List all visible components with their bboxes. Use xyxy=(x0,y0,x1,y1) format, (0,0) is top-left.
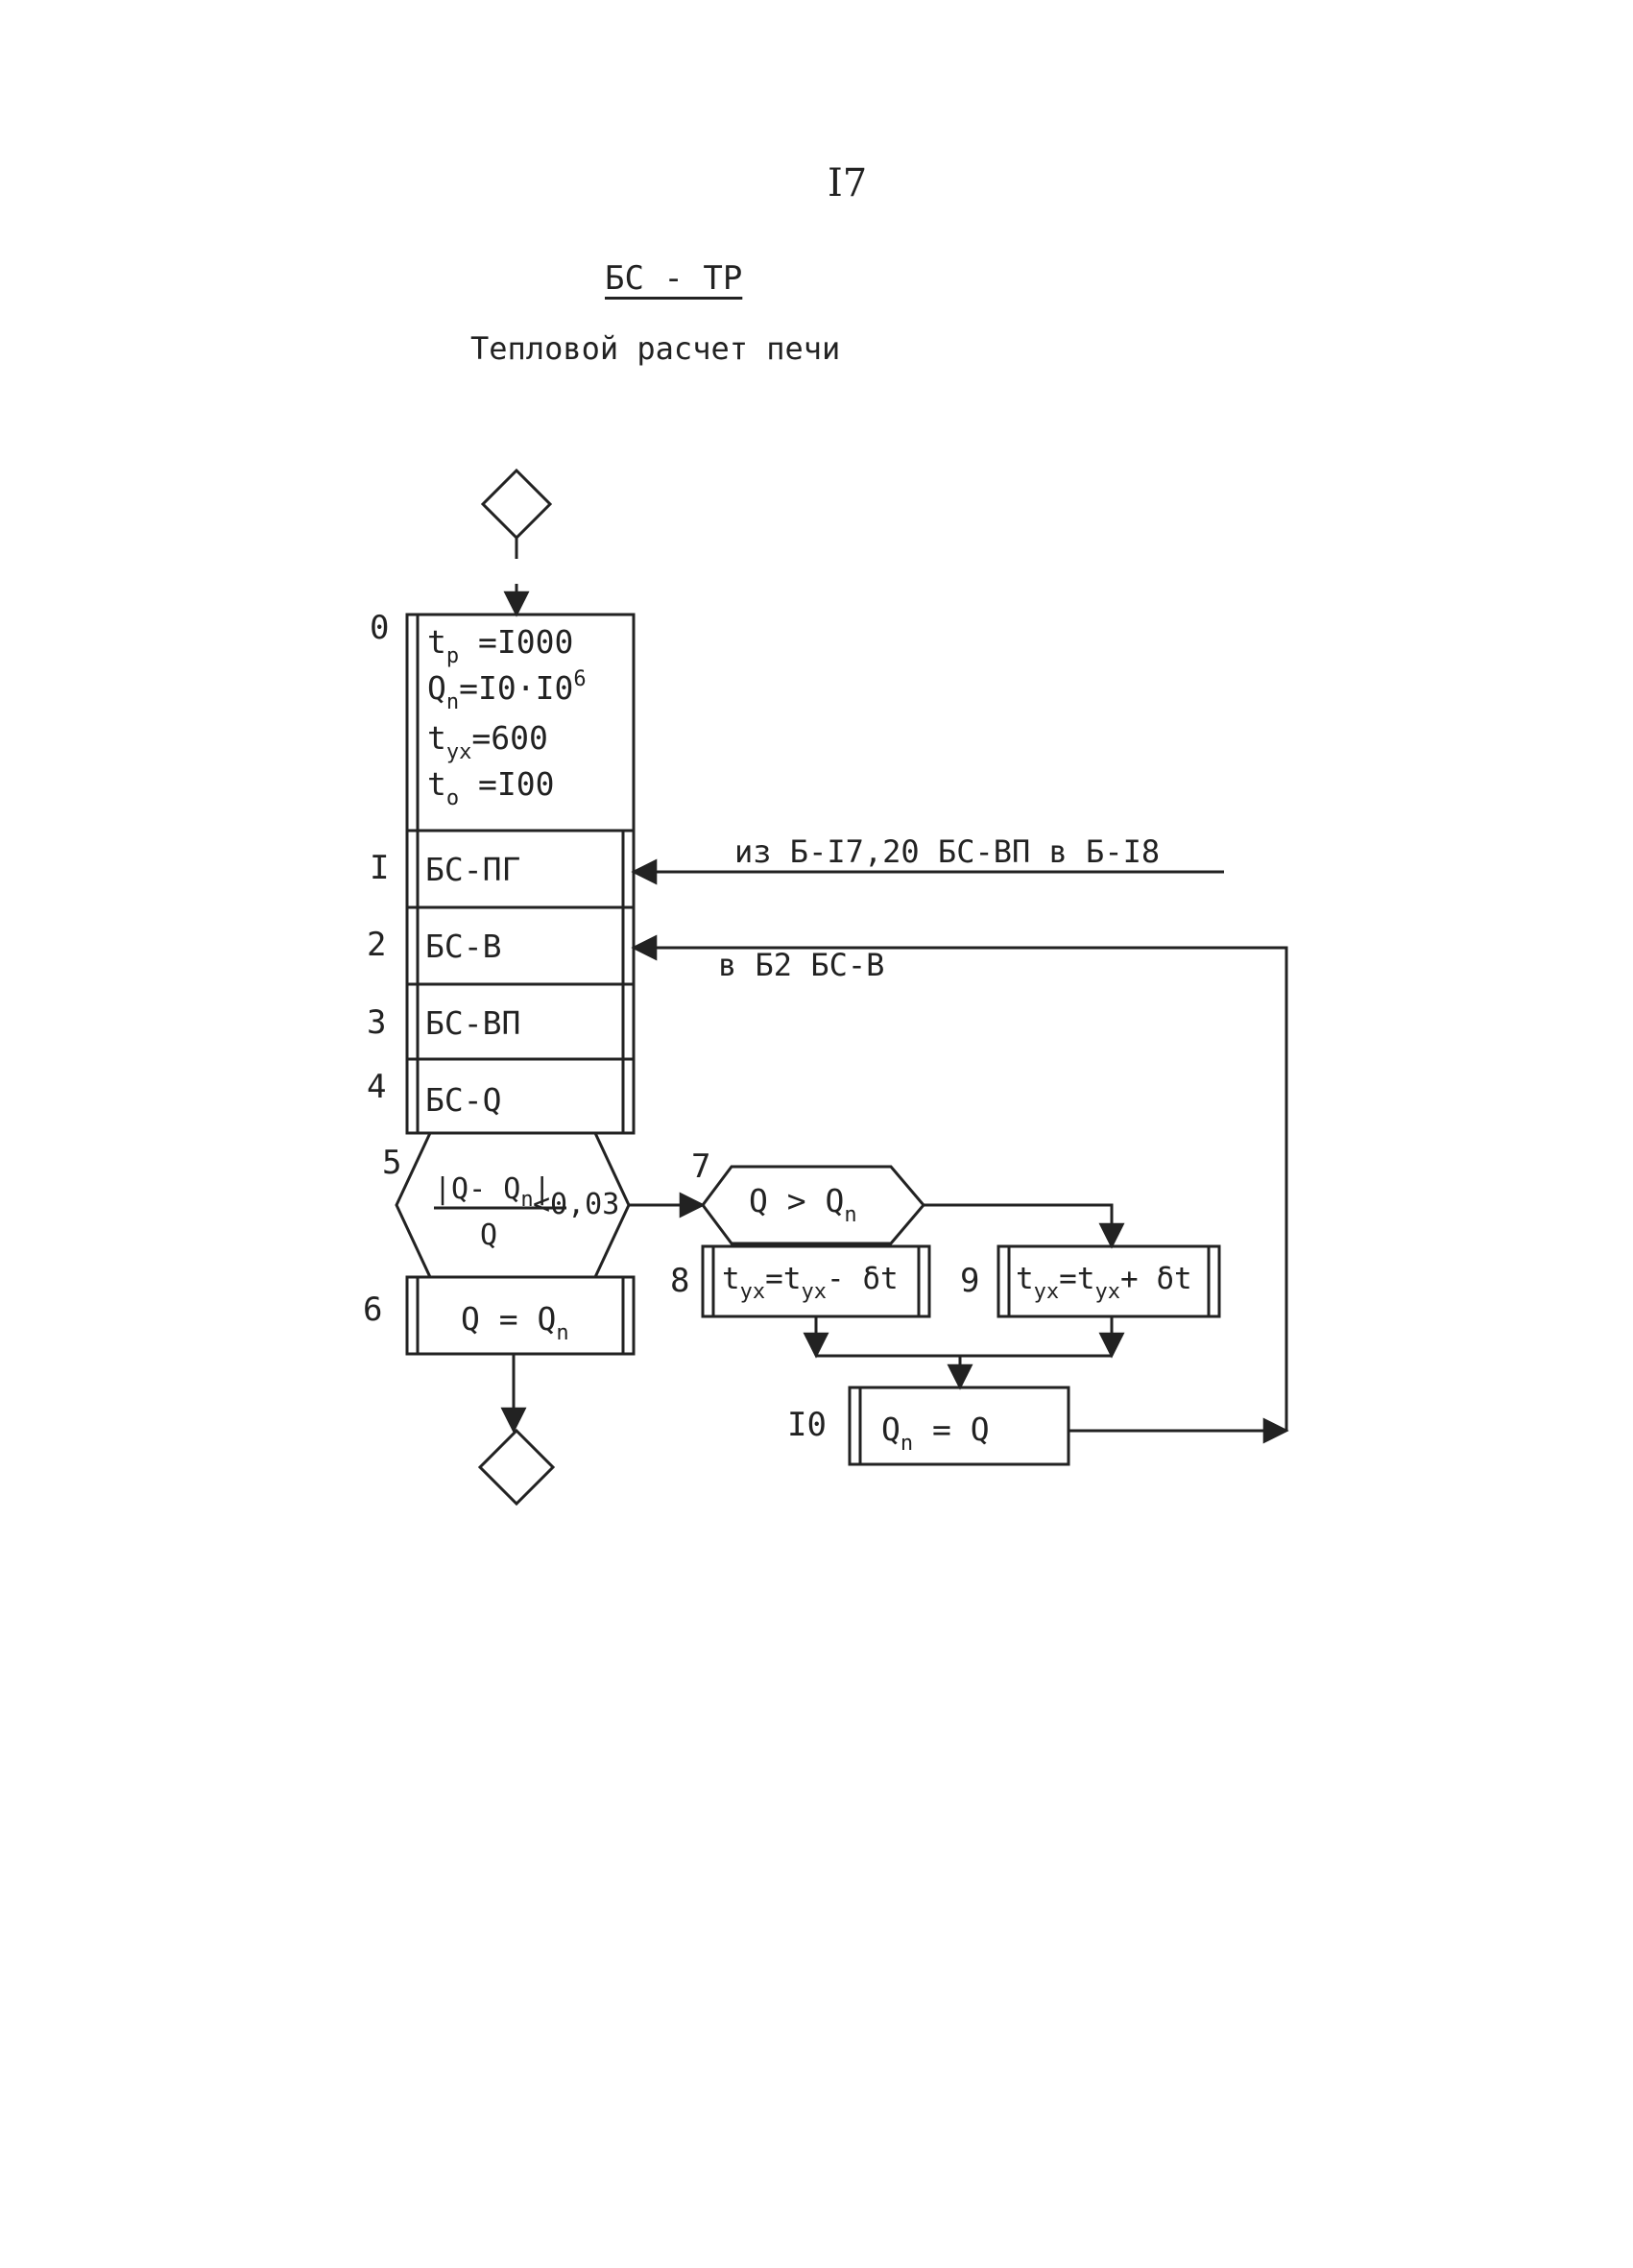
decision-5-condition: <0,03 xyxy=(533,1188,619,1221)
block-8-formula: tух=tух- δt xyxy=(722,1262,899,1304)
block-0-line-2: Qn=I0·I06 xyxy=(427,667,587,714)
block-0-line-3: tух=600 xyxy=(427,719,548,764)
block-4-label: БС-Q xyxy=(425,1081,501,1119)
block-1-label: БС-ПГ xyxy=(425,851,520,888)
start-terminal xyxy=(480,468,553,541)
block-9-formula: tух=tух+ δt xyxy=(1016,1262,1192,1304)
block-0-line-4: to =I00 xyxy=(427,765,554,810)
decision-5-numerator: |Q- Qn| xyxy=(434,1172,551,1212)
block-6-number: 6 xyxy=(363,1291,382,1329)
block-8-number: 8 xyxy=(670,1262,689,1300)
page-title: БС - ТР xyxy=(605,259,743,298)
block-4-number: 4 xyxy=(367,1068,386,1106)
block-0-number: 0 xyxy=(370,609,389,647)
decision-7-hexagon xyxy=(701,1165,925,1245)
block-5-number: 5 xyxy=(382,1144,401,1182)
connector-7-to-9 xyxy=(924,1203,1125,1249)
block-10-number: I0 xyxy=(787,1406,827,1444)
block-1-number: I xyxy=(370,849,389,887)
block-7-number: 7 xyxy=(691,1147,710,1186)
end-terminal xyxy=(477,1428,556,1507)
block-9-frame xyxy=(997,1244,1221,1318)
block-0-line-1: tp =I000 xyxy=(427,623,573,668)
block-2-label: БС-В xyxy=(425,928,501,965)
decision-7-condition: Q > Qn xyxy=(749,1182,857,1227)
note-loop-to-b2: в Б2 БС-В xyxy=(718,947,884,983)
block-10-formula: Qn = Q xyxy=(881,1411,990,1456)
block-6-frame xyxy=(405,1275,636,1356)
block-3-number: 3 xyxy=(367,1003,386,1042)
block-10-frame xyxy=(848,1386,1070,1466)
block-2-number: 2 xyxy=(367,926,386,964)
page-number: I7 xyxy=(828,161,868,205)
page-subtitle: Тепловой расчет печи xyxy=(470,330,841,367)
block-6-formula: Q = Qn xyxy=(461,1300,569,1345)
block-3-label: БС-ВП xyxy=(425,1004,520,1042)
block-9-number: 9 xyxy=(960,1262,979,1300)
connector-loop-to-b2 xyxy=(631,934,1288,1431)
note-from-external: из Б-I7,20 БС-ВП в Б-I8 xyxy=(734,833,1160,870)
decision-5-denominator: Q xyxy=(480,1218,497,1252)
